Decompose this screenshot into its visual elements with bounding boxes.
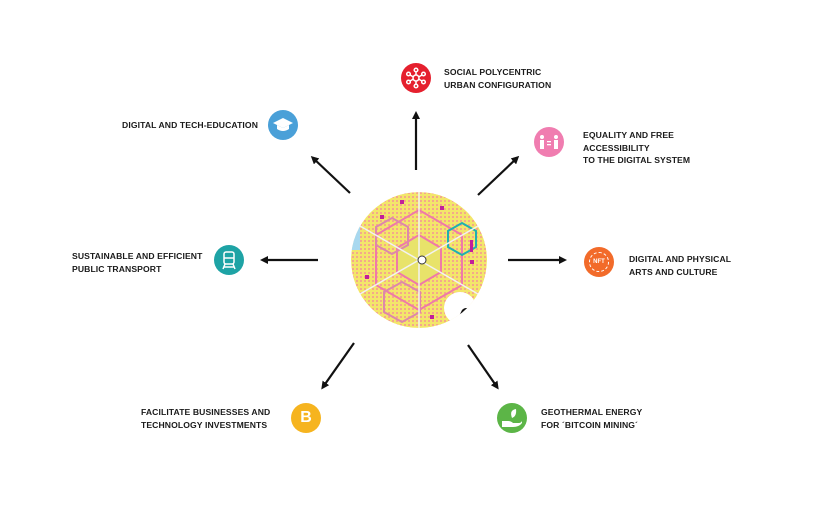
nft-icon: NFT bbox=[584, 247, 614, 277]
label-line: DIGITAL AND TECH-EDUCATION bbox=[122, 120, 258, 130]
nft-icon-text: NFT bbox=[589, 252, 609, 272]
bitcoin-icon-text: B bbox=[300, 409, 312, 426]
train-icon bbox=[214, 245, 244, 275]
label-line: DIGITAL AND PHYSICAL bbox=[629, 254, 732, 264]
label-line: SUSTAINABLE AND EFFICIENT bbox=[72, 251, 203, 261]
label-line: TECHNOLOGY INVESTMENTS bbox=[141, 419, 268, 430]
label-line: ARTS AND CULTURE bbox=[629, 266, 718, 277]
label-social: SOCIAL POLYCENTRIC URBAN CONFIGURATION bbox=[444, 66, 551, 91]
label-line: EQUALITY AND FREE bbox=[583, 130, 674, 140]
label-line: ACCESSIBILITY bbox=[583, 142, 650, 153]
label-line: GEOTHERMAL ENERGY bbox=[541, 407, 643, 417]
label-transport: SUSTAINABLE AND EFFICIENT PUBLIC TRANSPO… bbox=[72, 250, 202, 275]
graduation-cap-icon bbox=[268, 110, 298, 140]
hand-leaf-icon bbox=[497, 403, 527, 433]
bitcoin-icon: B bbox=[291, 403, 321, 433]
label-line: PUBLIC TRANSPORT bbox=[72, 263, 162, 274]
arrows bbox=[260, 111, 567, 390]
label-geothermal: GEOTHERMAL ENERGY FOR ´BITCOIN MINING´ bbox=[541, 406, 642, 431]
label-education: DIGITAL AND TECH-EDUCATION bbox=[122, 119, 258, 132]
arrow-up-left bbox=[310, 155, 351, 194]
network-icon bbox=[401, 63, 431, 93]
arrow-down-right bbox=[467, 344, 499, 390]
arrow-down-left bbox=[321, 342, 355, 390]
people-equal-icon bbox=[534, 127, 564, 157]
label-arts: DIGITAL AND PHYSICAL ARTS AND CULTURE bbox=[629, 253, 731, 278]
center-map bbox=[351, 192, 487, 328]
label-line: TO THE DIGITAL SYSTEM bbox=[583, 155, 691, 165]
label-business: FACILITATE BUSINESSES AND TECHNOLOGY INV… bbox=[141, 406, 270, 431]
label-line: SOCIAL POLYCENTRIC bbox=[444, 67, 542, 77]
arrow-up-right bbox=[477, 155, 520, 196]
label-line: URBAN CONFIGURATION bbox=[444, 79, 552, 90]
label-line: FACILITATE BUSINESSES AND bbox=[141, 407, 271, 417]
label-line: FOR ´BITCOIN MINING´ bbox=[541, 419, 638, 430]
label-equality: EQUALITY AND FREE ACCESSIBILITY TO THE D… bbox=[583, 129, 690, 167]
